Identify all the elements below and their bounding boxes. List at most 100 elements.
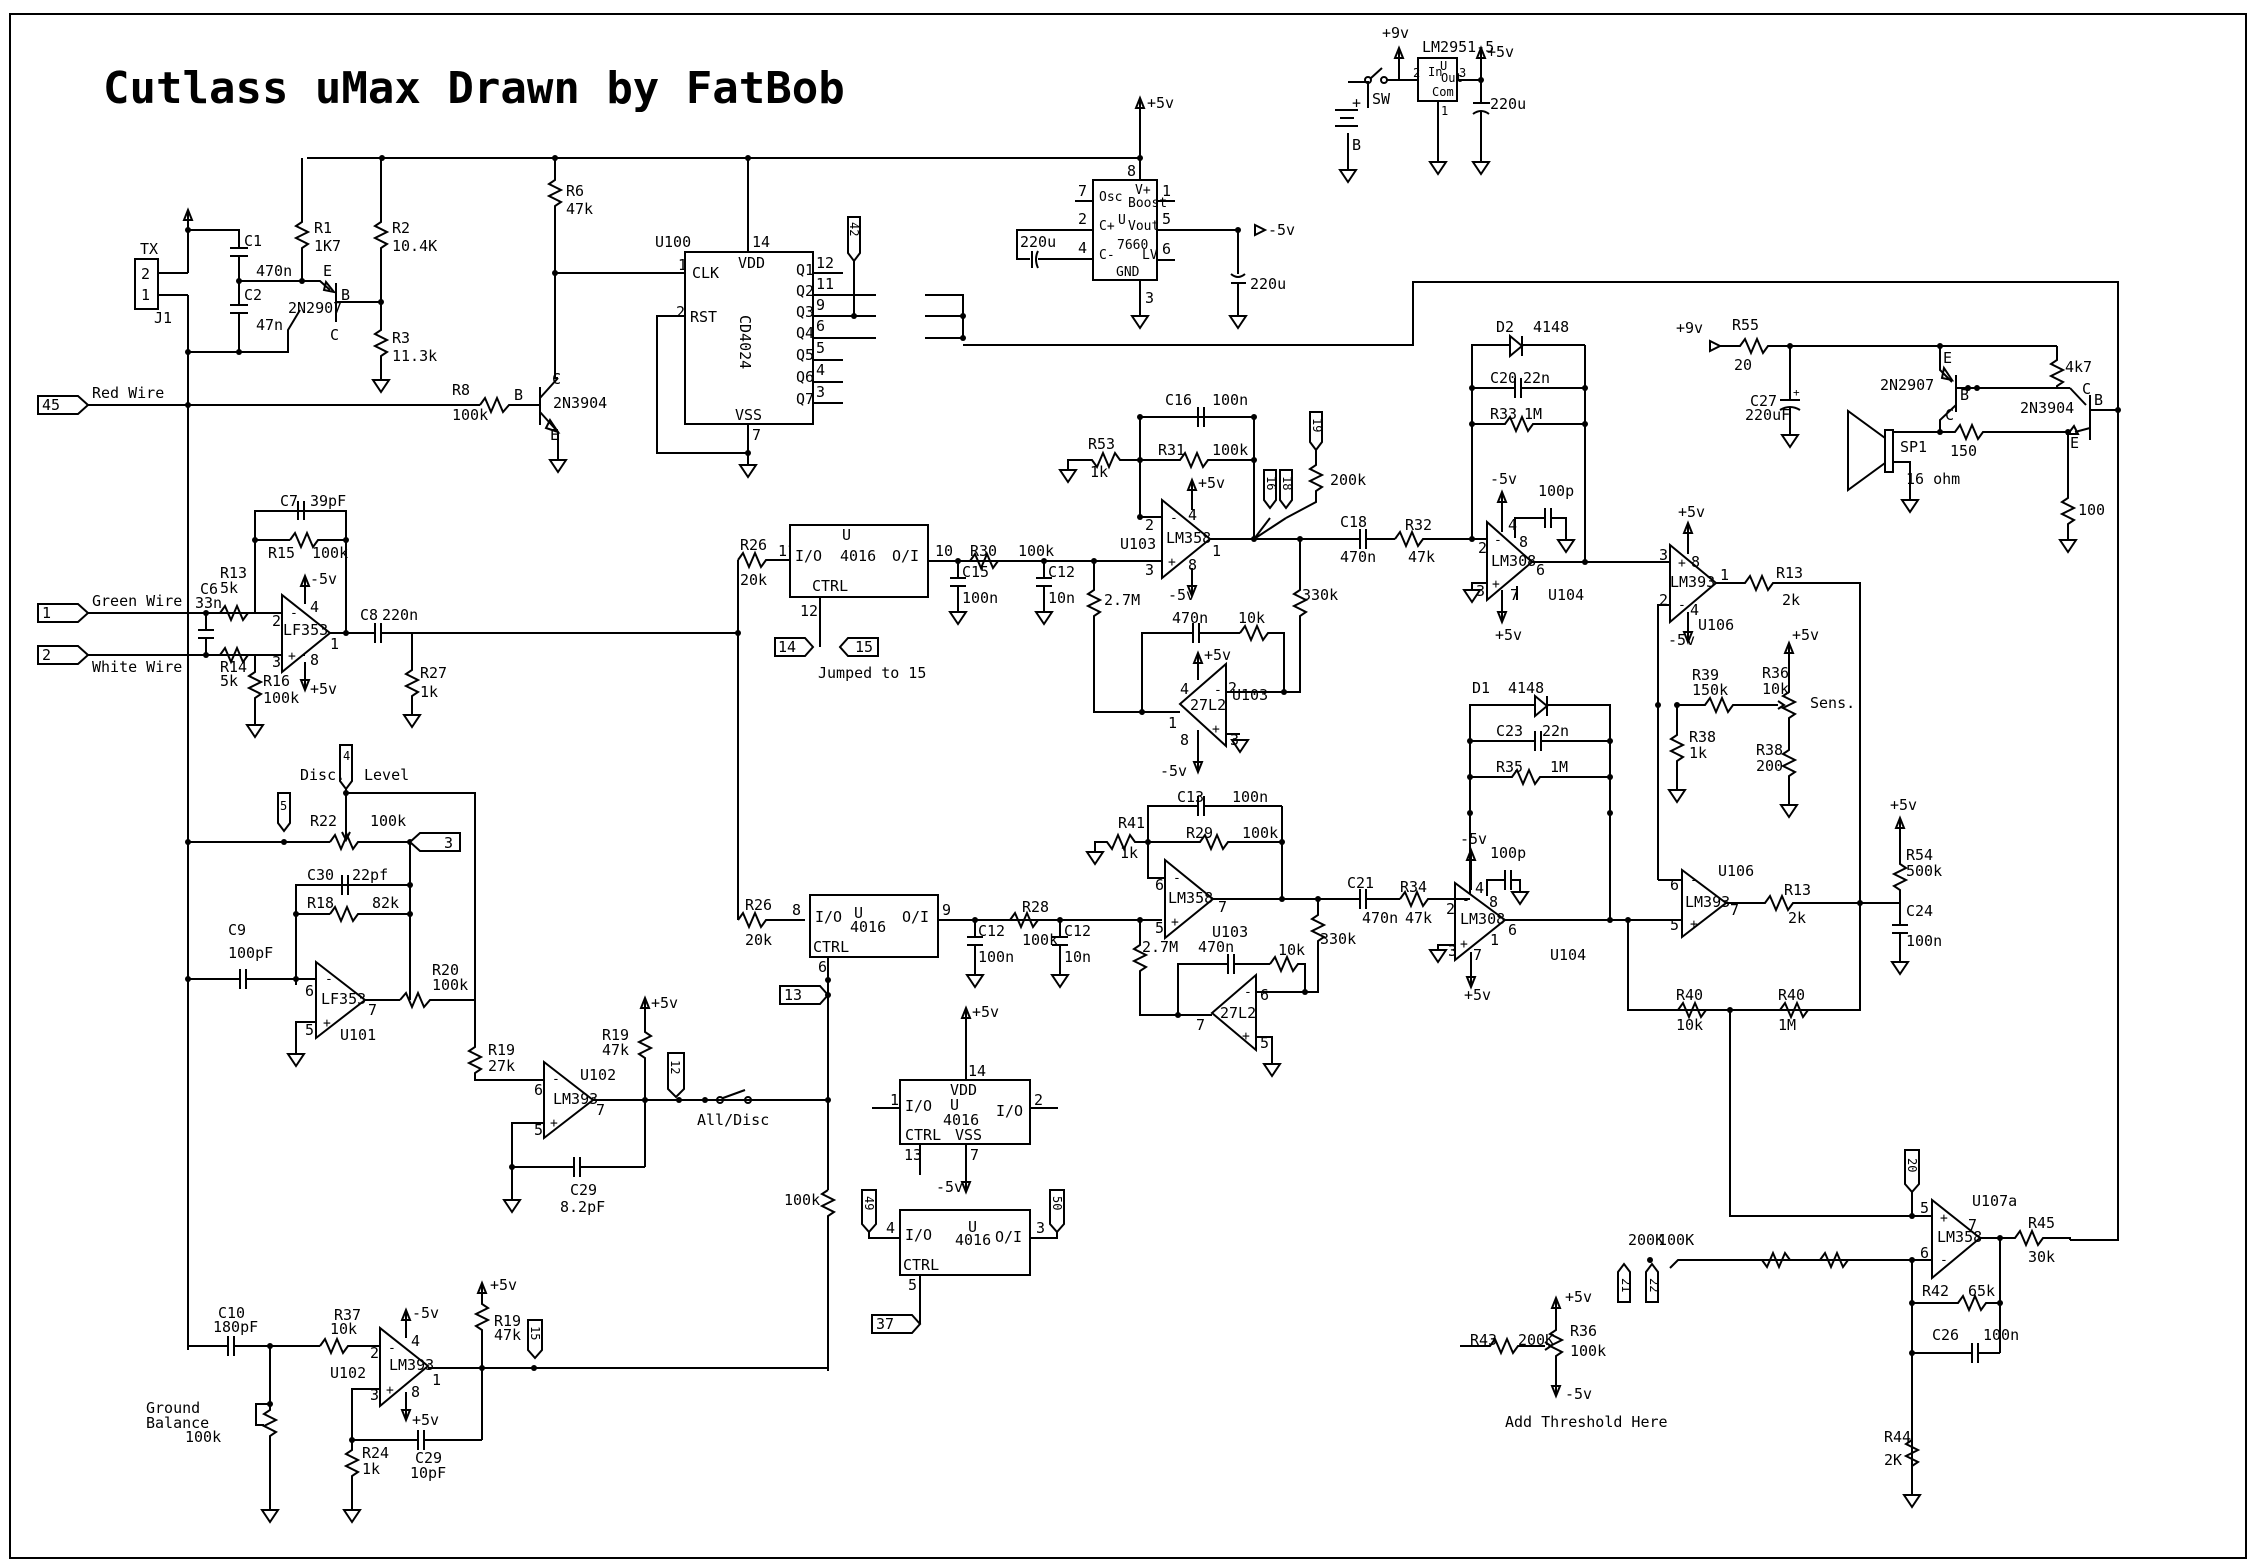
tx-driver: TX 2 1 J1 C1 470n C2 47n R1 1K7 E B 2N29… (134, 158, 437, 1350)
label: 2 (1078, 210, 1087, 228)
label: -5v (1460, 830, 1487, 848)
rectifiers: D2 4148 C20 22n R33 1M -+ LM308 2 3 4 8 … (1428, 318, 1670, 1004)
label: 6 (1155, 876, 1164, 894)
label: 100k (1022, 931, 1058, 949)
wire (319, 1336, 380, 1356)
ground-icon (1130, 315, 1150, 330)
label: +5v (1204, 646, 1231, 664)
label: J1 (154, 309, 172, 327)
label: R40 (1676, 986, 1703, 1004)
threshold-pot[interactable] (1547, 1300, 1565, 1395)
label: R33 (1490, 405, 1517, 423)
junction-dot (281, 839, 287, 845)
label: - (1678, 598, 1686, 613)
symbol (1186, 585, 1198, 599)
comparators-u106: +- LM393 3 2 8 4 1 U106 +5v -5v R13 2k R… (1627, 503, 1942, 1217)
wire (1094, 832, 1165, 879)
wire (1141, 632, 1193, 712)
label: GND (1116, 265, 1140, 280)
label: 47k (494, 1326, 521, 1344)
sensitivity-pot[interactable] (1780, 645, 1798, 805)
battery-label: B (1352, 136, 1361, 154)
label: 500k (1906, 862, 1942, 880)
label: 27L2 (1220, 1004, 1256, 1022)
label: 100k (1242, 824, 1278, 842)
label: 4 (1188, 506, 1197, 524)
label: Boost (1128, 196, 1167, 211)
ground-icon (1050, 974, 1070, 989)
label: 2N3904 (553, 394, 607, 412)
label: 13 (784, 986, 802, 1004)
all-disc-switch[interactable] (722, 1089, 746, 1099)
symbol (960, 1005, 972, 1019)
label: + (1242, 1029, 1250, 1044)
label: 3 (370, 1386, 379, 1404)
label: 6 (816, 317, 825, 335)
label: 100k (312, 544, 348, 562)
label: U (854, 904, 863, 922)
label: 330k (1320, 930, 1356, 948)
label: 3 (1145, 289, 1154, 307)
speaker-icon (1847, 409, 1886, 492)
label: VDD (738, 254, 765, 272)
comparator-lm393-u102b (379, 1325, 430, 1409)
wire (346, 792, 476, 1044)
label: 10k (1762, 680, 1789, 698)
label: 3 (1036, 1219, 1045, 1237)
wire (1551, 517, 1567, 540)
label: C29 (415, 1449, 442, 1467)
label: 4 (1475, 879, 1484, 897)
label: 10k (1278, 941, 1305, 959)
label: 2 (1145, 516, 1154, 534)
junction-dot (1607, 917, 1613, 923)
label: 30k (2028, 1248, 2055, 1266)
label: 8.2pF (560, 1198, 605, 1216)
wire-flag-green (37, 603, 90, 623)
label: U100 (655, 233, 691, 251)
junction-dot (1251, 414, 1257, 420)
label: 470n (1172, 609, 1208, 627)
label: 1 (1720, 566, 1729, 584)
label: R13 (1776, 564, 1803, 582)
emitter-arrow-icon (322, 279, 337, 294)
label: 7 (368, 1001, 377, 1019)
label: CTRL (903, 1256, 939, 1274)
wire (372, 158, 390, 380)
label: R18 (307, 894, 334, 912)
wire (1147, 805, 1198, 842)
label: 2 (141, 265, 150, 283)
label: B (341, 286, 350, 304)
supply-arrow-icon (182, 207, 194, 221)
label: R2 (392, 219, 410, 237)
ground-icon (1085, 851, 1105, 866)
label: R14 (220, 658, 247, 676)
label: 470n (256, 262, 292, 280)
wire (1511, 879, 1521, 892)
ground-icon (1262, 1063, 1282, 1078)
wire (466, 1044, 544, 1081)
wire (1819, 1250, 1849, 1270)
wire (1437, 944, 1455, 950)
label: 37 (876, 1315, 894, 1333)
label: 150 (1950, 442, 1977, 460)
label: +5v (1487, 43, 1514, 61)
ground-icon (402, 714, 422, 729)
label: VSS (735, 406, 762, 424)
label: 47k (1405, 909, 1432, 927)
integrator-27l2-u103b (1210, 972, 1257, 1053)
label: 100k (370, 812, 406, 830)
label: R42 (1922, 1282, 1949, 1300)
label: 6 (1508, 921, 1517, 939)
power-switch[interactable] (1370, 67, 1383, 79)
label: V+ (1135, 183, 1151, 198)
label: 5 (1162, 210, 1171, 228)
label: 100n (1212, 391, 1248, 409)
opamp-lm308-u104a (1486, 519, 1534, 603)
label: 6 (818, 958, 827, 976)
ground-icon (260, 1509, 280, 1524)
wire (219, 603, 249, 623)
label: 2 (1659, 591, 1668, 609)
wire (329, 832, 410, 852)
label: R35 (1496, 758, 1523, 776)
label: C10 (218, 1304, 245, 1322)
